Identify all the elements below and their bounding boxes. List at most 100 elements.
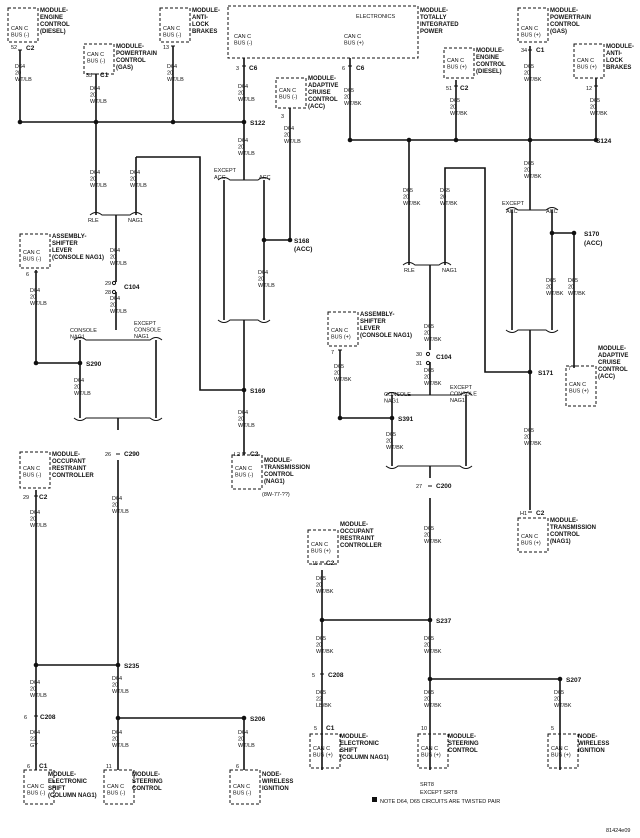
text-line: MODULE- — [420, 8, 448, 14]
text-line: CAN C — [344, 34, 361, 40]
text-line: BUS (-) — [163, 33, 182, 39]
diagram-label: 6 — [27, 764, 30, 770]
tipm-center-label: ELECTRONICS — [356, 14, 395, 20]
text-line: CAN C — [577, 58, 594, 64]
diagram-label: ACC — [259, 175, 271, 181]
note-marker-icon — [372, 797, 377, 802]
connector-c104-r: C104 — [436, 354, 452, 361]
text-line: WT/LB — [167, 77, 184, 83]
figure-id: 81424e09 — [606, 828, 630, 834]
text-line: WT/BK — [316, 589, 334, 595]
text-line: BRAKES — [606, 65, 631, 71]
text-line: WT/LB — [110, 261, 127, 267]
text-line: 20 — [424, 643, 430, 649]
text-line: D64 — [130, 170, 140, 176]
text-line: D65 — [424, 690, 434, 696]
text-line: MODULE- — [116, 44, 144, 50]
splice-s122: S122 — [250, 120, 266, 127]
text-line: CAN C — [23, 250, 40, 256]
text-line: 20 — [546, 285, 552, 291]
text-line: POWER — [420, 29, 443, 35]
text-line: D64 — [30, 510, 40, 516]
text-line: MODULE- — [550, 518, 578, 524]
text-line: D65 — [334, 364, 344, 370]
text-line: 20 — [258, 277, 264, 283]
diagram-label: C6 — [249, 65, 258, 72]
text-line: 20 — [112, 737, 118, 743]
text-line: 20 — [424, 375, 430, 381]
text-line: 20 — [110, 303, 116, 309]
splice-s171: S171 — [538, 370, 554, 377]
text-line: CAN C — [521, 26, 538, 32]
text-line: 20 — [30, 517, 36, 523]
text-line: CAN C — [521, 534, 538, 540]
text-line: CONTROL — [132, 786, 162, 792]
text-line: NAG1 — [384, 399, 399, 405]
diagram-label: C2 — [326, 560, 335, 567]
text-line: MODULE- — [192, 8, 220, 14]
text-line: (ACC) — [308, 104, 325, 110]
text-line: MODULE- — [52, 452, 80, 458]
text-line: 20 — [316, 583, 322, 589]
text-line: D65 — [568, 278, 578, 284]
text-line: BUS (+) — [521, 541, 541, 547]
text-line: 20 — [238, 91, 244, 97]
text-line: WT/LB — [30, 523, 47, 529]
diagram-label: C2 — [536, 510, 545, 517]
srt8-note: SRT8 — [420, 782, 434, 788]
text-line: BUS (-) — [23, 473, 42, 479]
text-line: WT/LB — [238, 97, 255, 103]
text-line: D64 — [90, 170, 100, 176]
text-line: 20 — [524, 71, 530, 77]
text-line: 20 — [238, 737, 244, 743]
text-line: D65 — [546, 278, 556, 284]
text-line: CONTROL — [116, 58, 146, 64]
text-line: CAN C — [311, 542, 328, 548]
text-line: WT/LB — [112, 689, 129, 695]
text-line: LEVER — [52, 248, 73, 254]
text-line: 20 — [450, 105, 456, 111]
text-line: ANTI- — [192, 15, 208, 21]
text-line: CAN C — [11, 26, 28, 32]
text-line: 20 — [130, 177, 136, 183]
splice-s206: S206 — [250, 716, 266, 723]
connector-c290: C290 — [124, 451, 140, 458]
module-boxes — [7, 5, 605, 805]
diagram-label: NAG1 — [442, 268, 457, 274]
text-line: (COLUMN NAG1) — [340, 755, 389, 761]
text-line: CONSOLE — [450, 392, 477, 398]
text-line: BUS (+) — [313, 753, 333, 759]
diagram-label: 7 — [568, 366, 571, 372]
text-line: WT/BK — [424, 649, 442, 655]
text-line: WT/LB — [238, 743, 255, 749]
text-line: CAN C — [27, 784, 44, 790]
text-line: ELECTRONIC — [48, 779, 88, 785]
diagram-label: EXCEPT — [214, 168, 237, 174]
text-line: CAN C — [447, 58, 464, 64]
text-line: ENGINE — [476, 55, 499, 61]
text-line: 20 — [440, 195, 446, 201]
text-line: BUS (+) — [551, 753, 571, 759]
except-srt8-note: EXCEPT SRT8 — [420, 790, 457, 796]
text-line: 20 — [90, 177, 96, 183]
